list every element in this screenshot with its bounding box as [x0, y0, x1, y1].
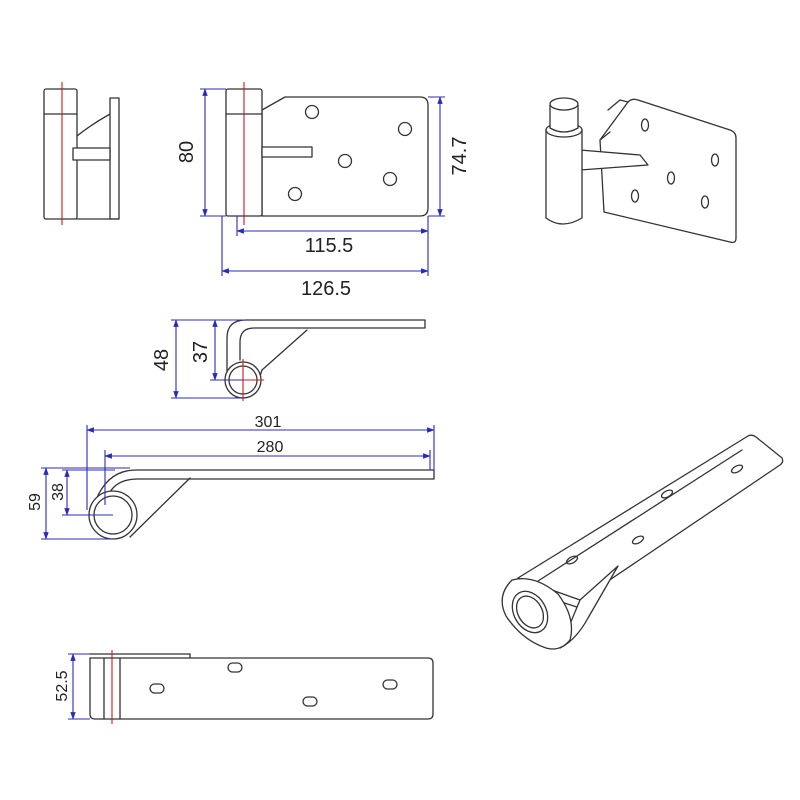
hinge-front-view: 80 74.7 115.5 126.5 — [176, 82, 471, 300]
dim-arm-height: 59 — [27, 467, 130, 540]
arm-top-view: 52.5 — [54, 650, 434, 724]
dim-label-280: 280 — [257, 439, 284, 456]
dim-label-74-7: 74.7 — [449, 137, 471, 176]
dim-arm-length: 301 — [86, 414, 435, 510]
arm-profile-view: 301 280 59 38 — [27, 414, 435, 540]
dim-label-48: 48 — [151, 349, 173, 371]
dim-plate-height: 74.7 — [428, 96, 471, 217]
dim-label-115-5: 115.5 — [305, 235, 354, 257]
dim-overall-width: 126.5 — [221, 216, 429, 300]
arm-isometric-view — [501, 434, 784, 650]
hinge-side-view — [43, 82, 120, 225]
dim-front-height: 80 — [176, 88, 226, 217]
dim-arm-strip-height: 52.5 — [54, 653, 90, 720]
dim-section-center: 37 — [190, 319, 243, 381]
hinge-section-view: 48 37 — [151, 319, 426, 401]
dim-label-59: 59 — [27, 493, 44, 511]
dim-label-37: 37 — [190, 341, 212, 363]
hinge-isometric-view — [545, 97, 737, 244]
dim-arm-inner-length: 280 — [104, 439, 431, 505]
dim-arm-center: 38 — [50, 469, 115, 516]
dim-label-52-5: 52.5 — [54, 670, 71, 701]
dim-label-38: 38 — [50, 483, 67, 501]
dim-label-80: 80 — [176, 141, 198, 163]
dim-hole-span: 115.5 — [236, 216, 429, 257]
dim-label-301: 301 — [255, 414, 282, 431]
dim-section-height: 48 — [151, 319, 246, 399]
dim-label-126-5: 126.5 — [301, 278, 351, 300]
